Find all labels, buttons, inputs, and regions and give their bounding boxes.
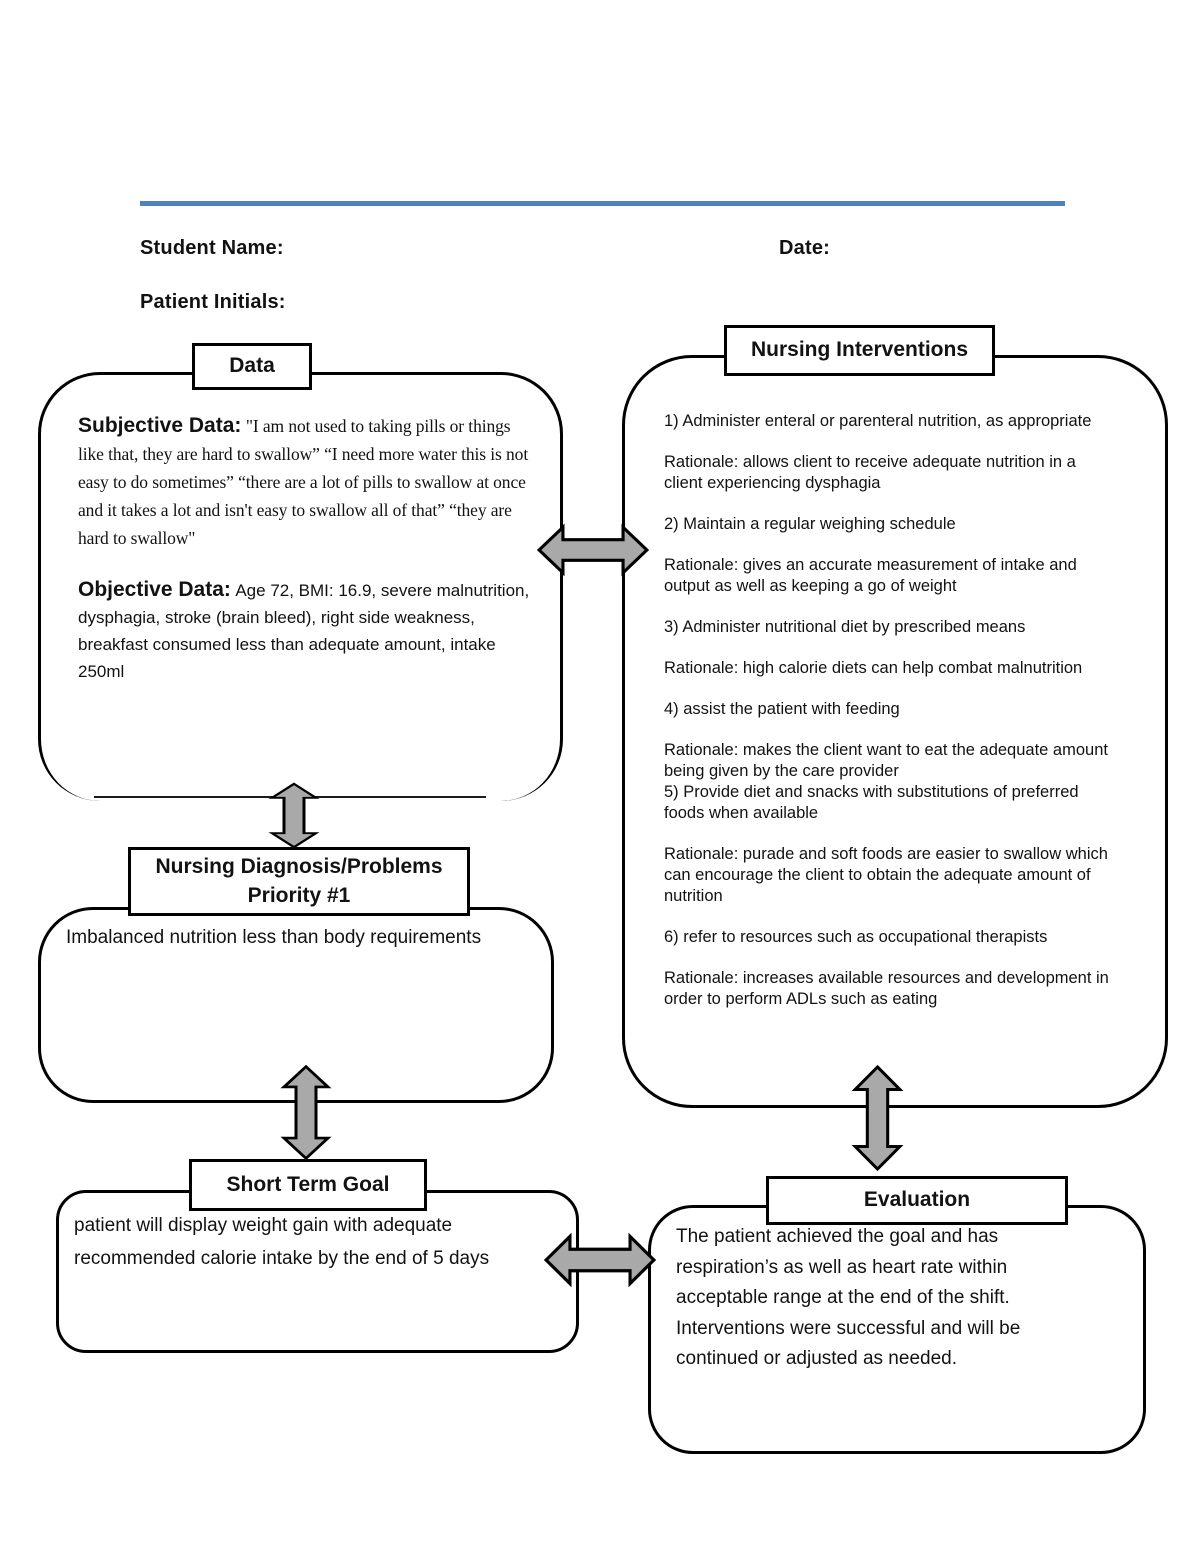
objective-data-label: Objective Data: xyxy=(78,578,231,601)
nursing-diagnosis-text: Imbalanced nutrition less than body requ… xyxy=(66,927,482,948)
nursing-interventions-box xyxy=(622,355,1168,1108)
short-term-goal-title-text: Short Term Goal xyxy=(226,1172,390,1196)
evaluation-title-text: Evaluation xyxy=(863,1188,971,1212)
nursing-diagnosis-title-line1: Nursing Diagnosis/Problems xyxy=(155,855,443,879)
intervention-rationale: Rationale: allows client to receive adeq… xyxy=(664,453,1076,492)
short-term-goal-title: Short Term Goal xyxy=(189,1159,427,1211)
nursing-interventions-title: Nursing Interventions xyxy=(724,325,995,376)
student-name-label: Student Name: xyxy=(140,237,284,259)
evaluation-box xyxy=(648,1205,1146,1454)
evaluation-text: The patient achieved the goal and has re… xyxy=(676,1226,1021,1369)
data-box-title-text: Data xyxy=(229,354,275,378)
nursing-interventions-content: 1) Administer enteral or parenteral nutr… xyxy=(664,411,1116,1030)
double-arrow-data-interventions-icon xyxy=(536,521,650,579)
nursing-diagnosis-title-line2: Priority #1 xyxy=(247,883,351,907)
nursing-diagnosis-box xyxy=(38,907,554,1103)
short-term-goal-box xyxy=(56,1190,579,1353)
nursing-interventions-title-text: Nursing Interventions xyxy=(750,338,969,362)
intervention-rationale: Rationale: high calorie diets can help c… xyxy=(664,659,1083,677)
double-arrow-data-diagnosis-icon xyxy=(266,782,322,849)
objective-data-paragraph: Objective Data: Age 72, BMI: 16.9, sever… xyxy=(78,577,530,686)
intervention-item: 2) Maintain a regular weighing schedule xyxy=(664,515,956,533)
short-term-goal-text: patient will display weight gain with ad… xyxy=(74,1215,490,1269)
patient-initials-label: Patient Initials: xyxy=(140,291,286,313)
intervention-item: 3) Administer nutritional diet by prescr… xyxy=(664,618,1026,636)
intervention-item: 1) Administer enteral or parenteral nutr… xyxy=(664,412,1092,430)
subjective-data-paragraph: Subjective Data: "I am not used to takin… xyxy=(78,413,530,553)
data-box-content: Subjective Data: "I am not used to takin… xyxy=(78,413,530,710)
data-box xyxy=(38,372,563,801)
intervention-rationale: Rationale: gives an accurate measurement… xyxy=(664,556,1077,595)
intervention-rationale: Rationale: purade and soft foods are eas… xyxy=(664,845,1108,905)
intervention-item: 4) assist the patient with feeding xyxy=(664,700,900,718)
intervention-item: 5) Provide diet and snacks with substitu… xyxy=(664,783,1079,822)
subjective-data-label: Subjective Data: xyxy=(78,414,242,437)
double-arrow-interventions-evaluation-icon xyxy=(849,1064,906,1172)
date-label: Date: xyxy=(779,237,831,259)
evaluation-title: Evaluation xyxy=(766,1176,1068,1225)
double-arrow-diagnosis-goal-icon xyxy=(278,1064,334,1161)
data-box-title: Data xyxy=(192,343,312,390)
double-arrow-goal-evaluation-icon xyxy=(543,1230,657,1290)
subjective-data-text: "I am not used to taking pills or things… xyxy=(78,416,529,548)
intervention-rationale: Rationale: makes the client want to eat … xyxy=(664,741,1108,780)
intervention-item: 6) refer to resources such as occupation… xyxy=(664,928,1048,946)
accent-divider-line xyxy=(140,201,1065,206)
objective-data-text: Age 72, BMI: 16.9, severe malnutrition, … xyxy=(78,581,530,681)
intervention-rationale: Rationale: increases available resources… xyxy=(664,969,1109,1008)
nursing-diagnosis-title: Nursing Diagnosis/Problems Priority #1 xyxy=(128,847,470,916)
